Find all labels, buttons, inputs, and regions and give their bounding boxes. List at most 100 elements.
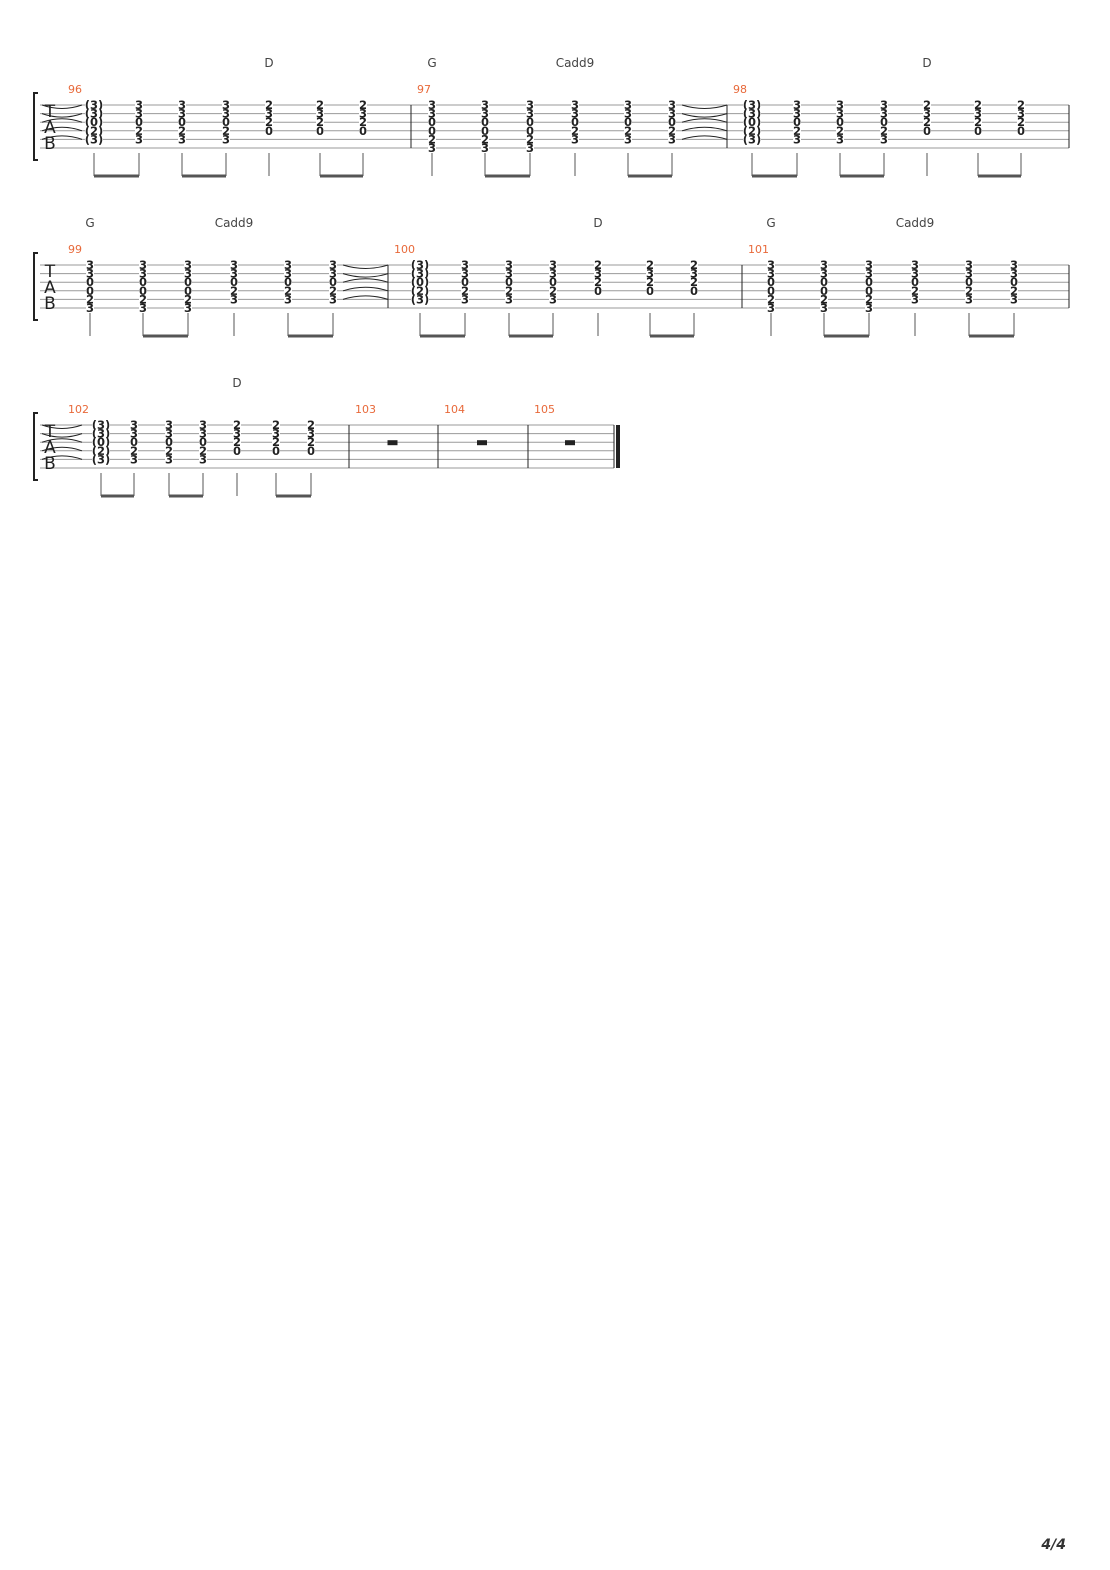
fret-bg (199, 429, 207, 439)
fret-bg (316, 100, 324, 110)
fret-bg (199, 420, 207, 430)
fret-bg (767, 294, 775, 304)
chord-name: D (232, 376, 241, 390)
fret-number: 2 (594, 275, 602, 289)
fret-bg (85, 134, 103, 144)
fret-number: 3 (526, 141, 534, 155)
fret-number: 2 (767, 292, 775, 306)
fret-number: 0 (571, 115, 579, 129)
fret-number: 3 (184, 301, 192, 315)
fret-number: 0 (865, 284, 873, 298)
fret-bg (92, 446, 110, 456)
fret-number: 2 (505, 284, 513, 298)
tie-arc (342, 295, 389, 300)
fret-bg (428, 143, 436, 153)
chord-name: D (264, 56, 273, 70)
fret-bg (923, 100, 931, 110)
fret-bg (284, 286, 292, 296)
fret-bg (571, 109, 579, 119)
fret-number: 0 (86, 284, 94, 298)
chord-name: G (85, 216, 94, 230)
fret-bg (307, 429, 315, 439)
fret-number: (3) (92, 452, 111, 466)
fret-bg (624, 134, 632, 144)
fret-number: 2 (594, 258, 602, 272)
fret-number: 0 (139, 275, 147, 289)
chord-name: Cadd9 (215, 216, 254, 230)
fret-bg (184, 294, 192, 304)
fret-number: 0 (428, 115, 436, 129)
fret-bg (836, 134, 844, 144)
fret-number: 3 (178, 98, 186, 112)
fret-bg (481, 126, 489, 136)
fret-number: 2 (911, 284, 919, 298)
tie-arc (681, 126, 728, 132)
fret-bg (690, 260, 698, 270)
fret-bg (571, 100, 579, 110)
fret-bg (85, 126, 103, 136)
fret-bg (165, 420, 173, 430)
fret-bg (836, 109, 844, 119)
fret-number: 3 (178, 132, 186, 146)
fret-bg (767, 269, 775, 279)
fret-bg (222, 100, 230, 110)
fret-bg (316, 109, 324, 119)
fret-bg (911, 269, 919, 279)
fret-number: 2 (690, 258, 698, 272)
tie-arc (41, 455, 83, 460)
fret-number: 0 (184, 275, 192, 289)
fret-bg (265, 126, 273, 136)
fret-bg (329, 277, 337, 287)
fret-number: 3 (571, 132, 579, 146)
fret-number: 3 (624, 98, 632, 112)
fret-bg (549, 294, 557, 304)
fret-number: 0 (130, 435, 138, 449)
fret-number: 2 (1010, 284, 1018, 298)
fret-number: 3 (130, 452, 138, 466)
fret-bg (139, 294, 147, 304)
fret-number: 0 (594, 284, 602, 298)
fret-number: 0 (165, 435, 173, 449)
fret-bg (272, 420, 280, 430)
fret-number: 3 (1010, 292, 1018, 306)
fret-bg (743, 134, 761, 144)
fret-bg (86, 286, 94, 296)
fret-number: 3 (86, 267, 94, 281)
fret-bg (646, 269, 654, 279)
tie-arc (342, 286, 389, 292)
fret-bg (793, 100, 801, 110)
fret-bg (668, 100, 676, 110)
fret-bg (911, 260, 919, 270)
fret-number: 3 (549, 258, 557, 272)
fret-number: 3 (836, 107, 844, 121)
fret-bg (1017, 109, 1025, 119)
chord-name: G (766, 216, 775, 230)
fret-bg (178, 100, 186, 110)
fret-number: 3 (668, 132, 676, 146)
fret-number: 2 (481, 132, 489, 146)
fret-bg (865, 269, 873, 279)
fret-number: 2 (135, 124, 143, 138)
fret-number: 3 (284, 258, 292, 272)
fret-number: 3 (284, 292, 292, 306)
fret-number: 2 (461, 284, 469, 298)
fret-bg (284, 260, 292, 270)
fret-bg (793, 126, 801, 136)
fret-number: 3 (130, 427, 138, 441)
fret-bg (526, 143, 534, 153)
fret-bg (690, 269, 698, 279)
fret-bg (222, 134, 230, 144)
fret-bg (974, 100, 982, 110)
fret-number: 3 (1010, 258, 1018, 272)
fret-number: (2) (85, 124, 104, 138)
fret-bg (923, 109, 931, 119)
fret-number: 3 (329, 292, 337, 306)
fret-number: 2 (820, 292, 828, 306)
fret-number: (0) (743, 115, 762, 129)
fret-number: 0 (233, 444, 241, 458)
fret-bg (316, 117, 324, 127)
system-bracket (33, 412, 38, 481)
fret-number: 0 (923, 124, 931, 138)
tab-clef-letter: B (44, 294, 56, 314)
fret-number: 2 (230, 284, 238, 298)
